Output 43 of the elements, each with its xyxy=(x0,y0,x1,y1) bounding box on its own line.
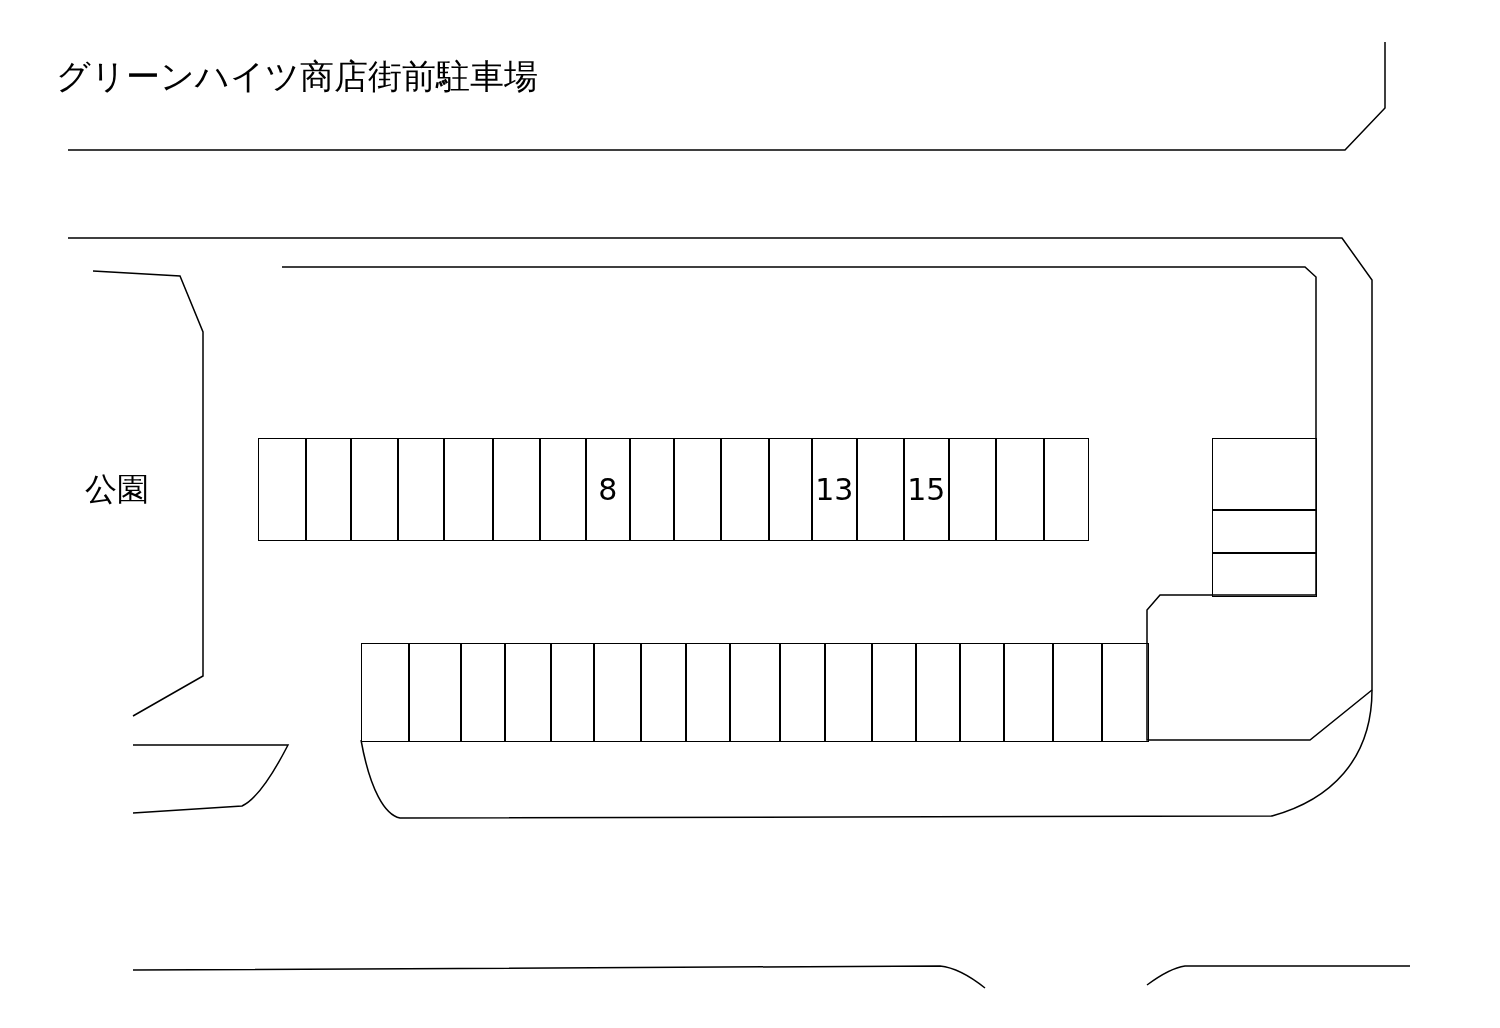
parking-stall xyxy=(903,438,950,541)
parking-stall xyxy=(720,438,770,541)
parking-stall xyxy=(397,438,445,541)
parking-stall xyxy=(1043,438,1089,541)
parking-stall xyxy=(685,643,731,742)
parking-stall xyxy=(1052,643,1103,742)
parking-stall xyxy=(948,438,997,541)
parking-stall xyxy=(460,643,506,742)
parking-stall xyxy=(995,438,1045,541)
area-label: 公園 xyxy=(85,470,149,509)
parking-stall xyxy=(1212,509,1317,554)
parking-stall xyxy=(915,643,961,742)
parking-stall xyxy=(824,643,873,742)
parking-stall xyxy=(258,438,307,541)
parking-stall xyxy=(443,438,494,541)
stall-number: 8 xyxy=(598,474,618,505)
parking-stall xyxy=(779,643,826,742)
parking-stall xyxy=(673,438,722,541)
parking-stall xyxy=(871,643,917,742)
parking-stall xyxy=(1212,438,1317,511)
parking-stall xyxy=(492,438,541,541)
parking-stall xyxy=(361,643,410,742)
stall-number: 15 xyxy=(907,474,946,505)
parking-stall xyxy=(408,643,462,742)
parking-stall xyxy=(856,438,905,541)
parking-stall xyxy=(640,643,687,742)
parking-stall xyxy=(585,438,631,541)
parking-stall xyxy=(593,643,642,742)
parking-stall xyxy=(504,643,552,742)
parking-stall xyxy=(1003,643,1054,742)
parking-stall xyxy=(768,438,813,541)
parking-stall xyxy=(811,438,858,541)
parking-stall xyxy=(350,438,399,541)
parking-stall xyxy=(729,643,781,742)
parking-stall xyxy=(539,438,587,541)
parking-stall xyxy=(959,643,1005,742)
parking-stall xyxy=(1212,552,1317,597)
title: グリーンハイツ商店街前駐車場 xyxy=(56,56,538,97)
parking-stall xyxy=(1101,643,1149,742)
parking-stall xyxy=(305,438,352,541)
parking-stall xyxy=(550,643,595,742)
parking-stall xyxy=(629,438,675,541)
stall-number: 13 xyxy=(815,474,854,505)
